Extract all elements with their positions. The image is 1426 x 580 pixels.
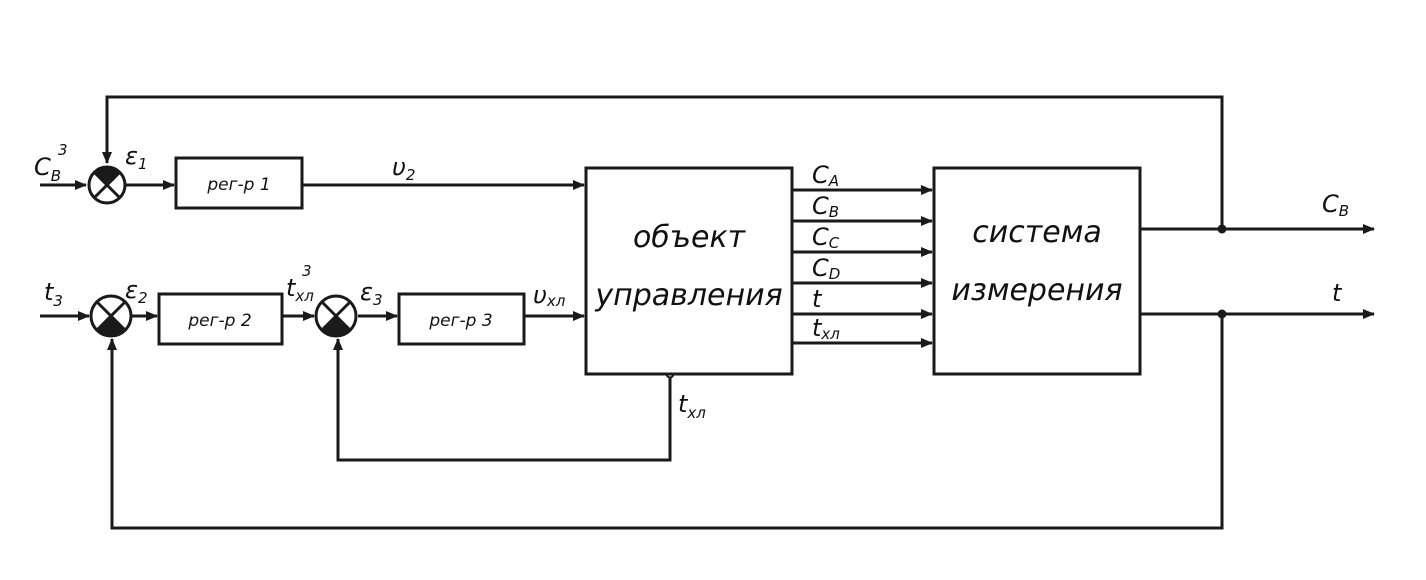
junction-cb <box>1217 224 1227 234</box>
v2-label: υ2 <box>392 153 415 184</box>
regulator-2-block: рег-р 2 <box>157 292 284 346</box>
output-label-cd: CD <box>812 254 840 283</box>
txl-feedback-wire <box>333 338 672 462</box>
output-label-txl: tхл <box>812 314 840 343</box>
measurement-system-label-line1: система <box>972 215 1101 250</box>
eps2-label: ε2 <box>125 276 148 307</box>
control-object-block: объект управления <box>584 166 794 376</box>
t-feedback-wire <box>107 314 1224 530</box>
control-object-label-line1: объект <box>633 220 747 255</box>
regulator-3-label: рег-р 3 <box>428 311 492 331</box>
regulator-1-label: рег-р 1 <box>206 175 270 195</box>
cb-output-label: CB <box>1322 190 1349 220</box>
summer-2 <box>89 294 133 338</box>
cb-setpoint-label: CB <box>34 153 61 185</box>
vxl-label: υхл <box>533 281 566 310</box>
output-label-cb: CB <box>812 192 839 221</box>
txl-feedback-label: tхл <box>678 390 706 422</box>
output-label-t: t <box>812 285 823 313</box>
t-output-label: t <box>1332 279 1343 307</box>
junction-t <box>1217 309 1227 319</box>
summer-1 <box>87 165 127 205</box>
control-object-label-line2: управления <box>594 278 782 313</box>
measurement-system-label-line2: измерения <box>951 273 1122 308</box>
regulator-2-label: рег-р 2 <box>187 311 251 331</box>
eps1-label: ε1 <box>125 142 148 173</box>
regulator-3-block: рег-р 3 <box>397 292 526 346</box>
output-label-cc: CC <box>812 223 840 252</box>
eps3-label: ε3 <box>360 278 383 309</box>
summer-3 <box>314 294 358 338</box>
output-label-ca: CA <box>812 161 839 190</box>
cb-feedback-wire <box>102 95 1224 229</box>
regulator-1-block: рег-р 1 <box>174 156 304 210</box>
measurement-system-block: система измерения <box>932 166 1142 376</box>
txl-setpoint-superscript: 3 <box>302 262 312 280</box>
txl-setpoint-label: tхл <box>286 274 314 305</box>
t-setpoint-label: t3 <box>44 278 63 310</box>
cb-setpoint-superscript: 3 <box>58 141 68 159</box>
